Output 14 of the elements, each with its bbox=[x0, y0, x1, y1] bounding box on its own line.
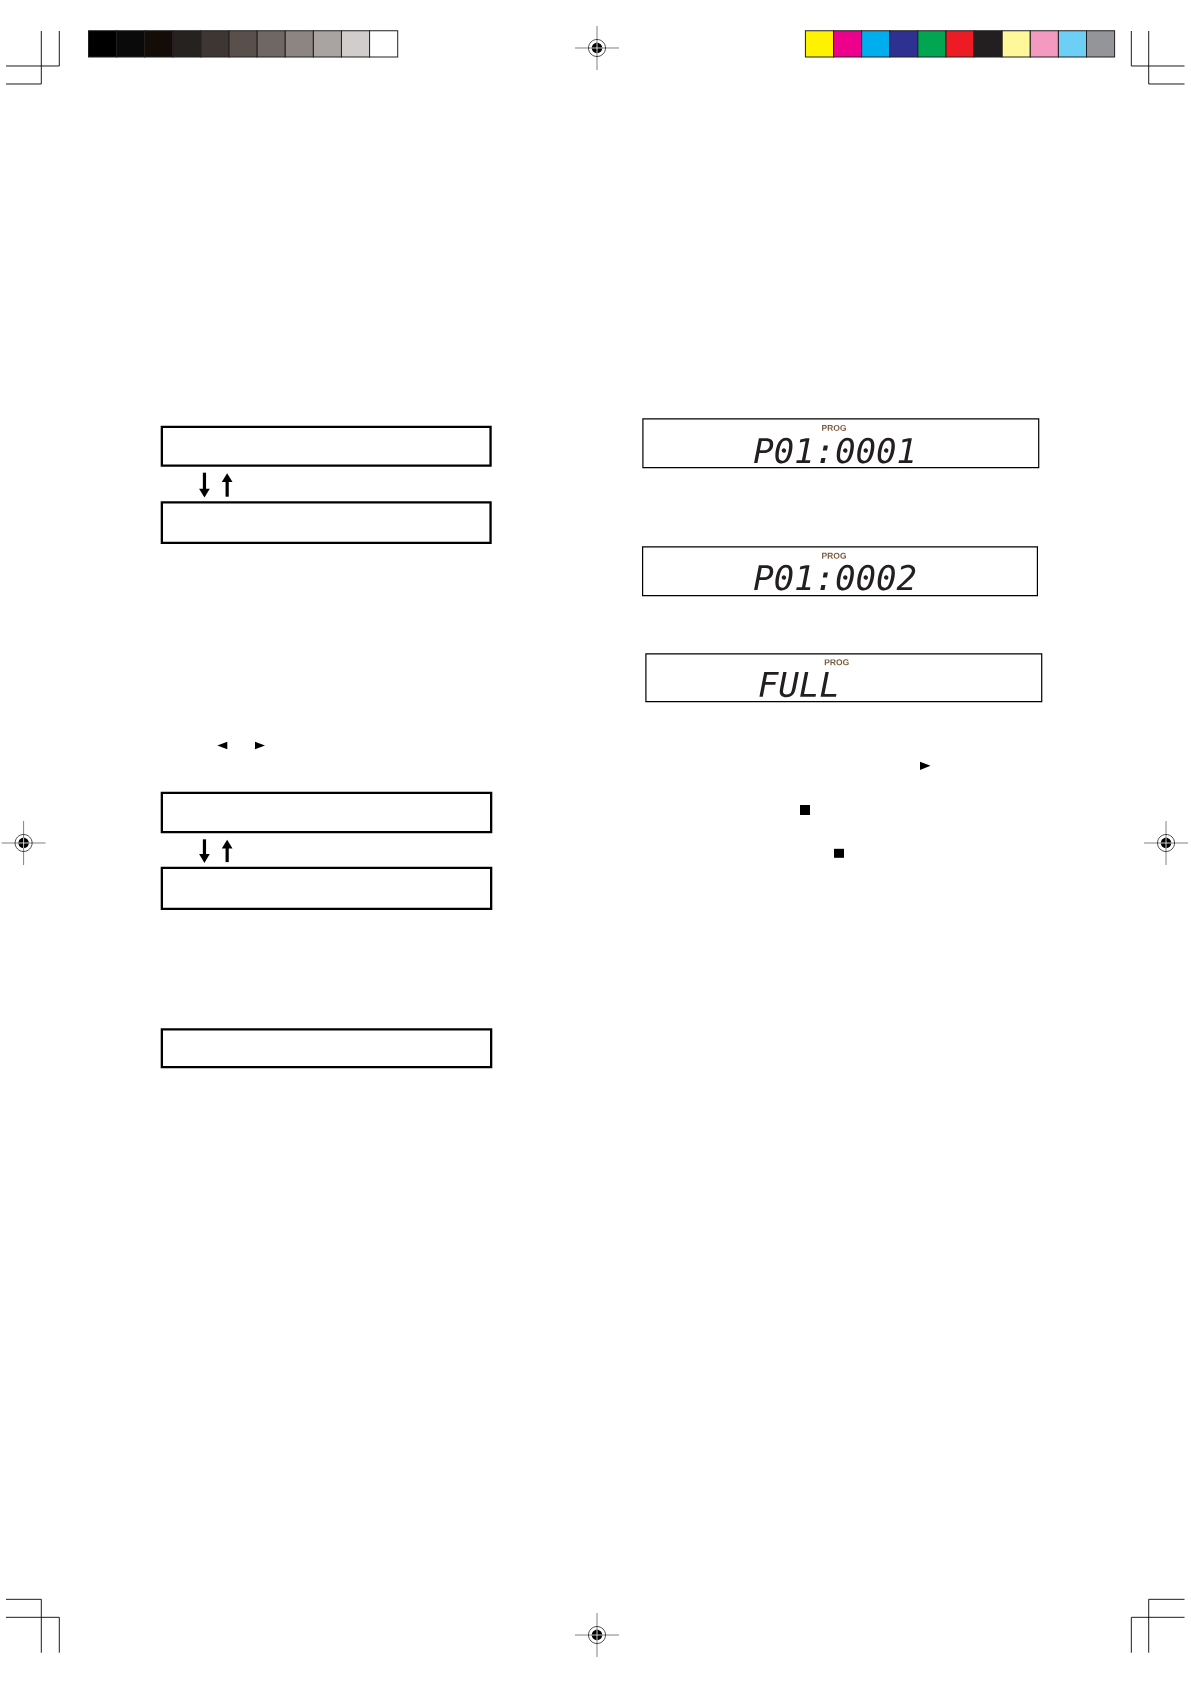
indicator-label: PROG bbox=[822, 552, 846, 559]
indicator-label: PROG bbox=[824, 659, 849, 666]
display-box bbox=[160, 866, 493, 910]
indicator-label: PROG bbox=[822, 424, 846, 431]
display-box bbox=[160, 791, 493, 834]
display-readout: P01:0002 bbox=[754, 564, 916, 591]
display-panel bbox=[642, 418, 1040, 469]
display-panel bbox=[642, 546, 1038, 597]
display-box bbox=[160, 425, 492, 467]
display-readout: FULL bbox=[759, 671, 837, 698]
display-box bbox=[160, 1028, 493, 1069]
display-panel bbox=[645, 653, 1043, 703]
display-readout: P01:0001 bbox=[754, 437, 913, 464]
display-box bbox=[160, 501, 492, 544]
